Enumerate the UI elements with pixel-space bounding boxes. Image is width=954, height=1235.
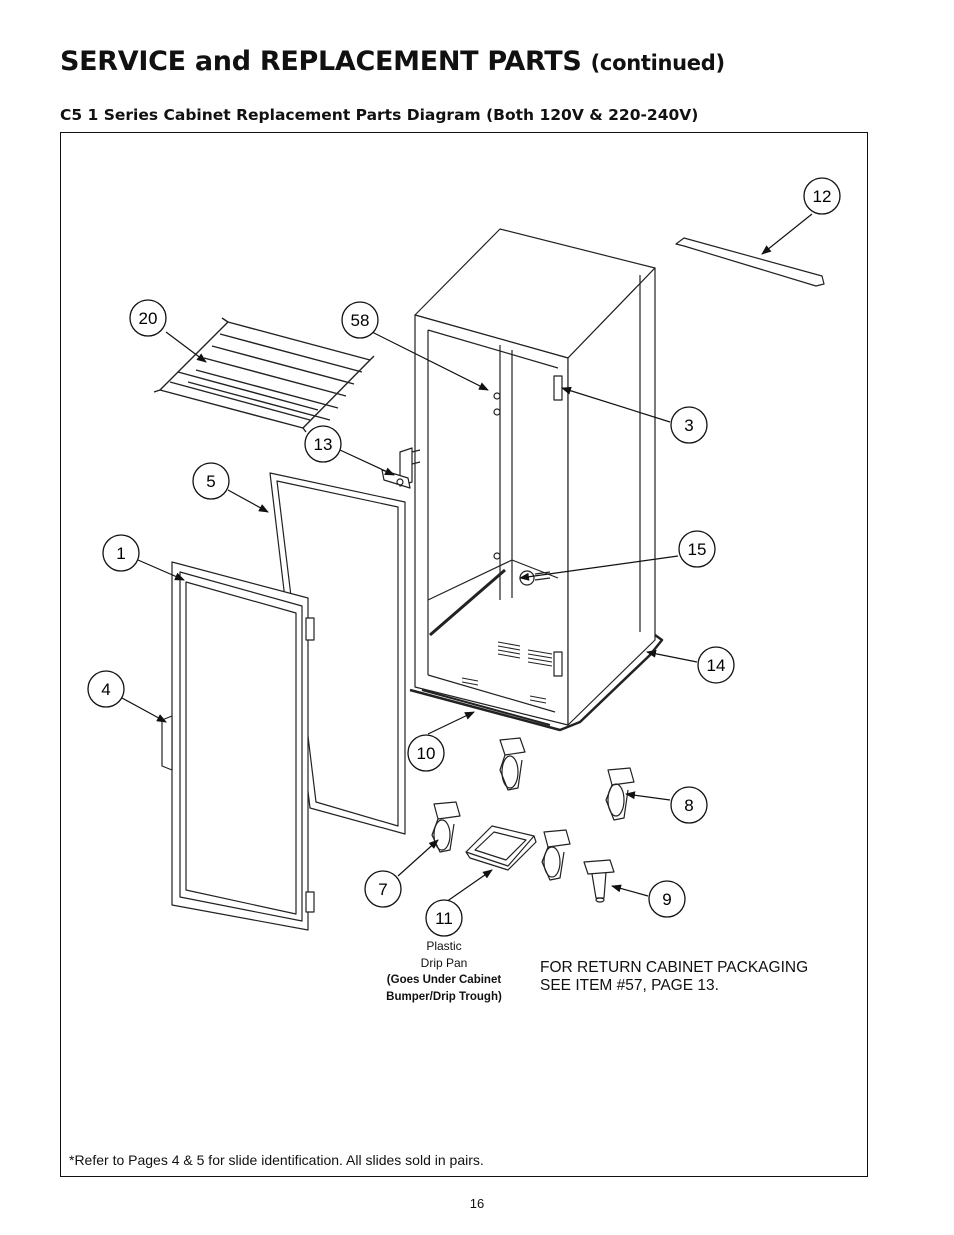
svg-text:10: 10 xyxy=(417,744,436,763)
bracket-item-13 xyxy=(381,447,421,489)
callout-12: 12 xyxy=(803,177,841,215)
callout-3: 3 xyxy=(670,406,708,444)
drip-pan-item-11 xyxy=(465,825,537,871)
diagram-frame xyxy=(60,132,868,1177)
callout-5: 5 xyxy=(192,462,230,500)
drip-pan-line-2: Drip Pan xyxy=(420,956,468,970)
svg-text:15: 15 xyxy=(688,540,707,559)
packaging-note: FOR RETURN CABINET PACKAGING SEE ITEM #5… xyxy=(540,959,808,995)
leg-item-9 xyxy=(583,859,615,903)
page-number: 16 xyxy=(469,1196,485,1211)
svg-text:13: 13 xyxy=(314,435,333,454)
callout-58: 58 xyxy=(341,301,379,339)
svg-text:12: 12 xyxy=(813,187,832,206)
drip-pan-line-1: Plastic xyxy=(426,939,462,953)
svg-text:8: 8 xyxy=(684,796,693,815)
door-handle-item-4 xyxy=(161,715,173,771)
svg-text:20: 20 xyxy=(139,309,158,328)
callout-group: 12 20 58 3 13 5 1 15 4 14 10 8 7 9 11 xyxy=(87,177,841,937)
page-title: SERVICE and REPLACEMENT PARTS (continued… xyxy=(60,46,725,77)
diagram-subtitle: C5 1 Series Cabinet Replacement Parts Di… xyxy=(60,106,699,124)
caster-item-10 xyxy=(499,737,526,791)
svg-text:9: 9 xyxy=(662,890,671,909)
title-continued: (continued) xyxy=(590,51,725,75)
wire-shelf-item-20 xyxy=(153,317,375,433)
leader-lines xyxy=(121,213,813,903)
slide-footnote: *Refer to Pages 4 & 5 for slide identifi… xyxy=(69,1152,484,1168)
caster-second-item-7 xyxy=(541,829,571,881)
caster-item-7 xyxy=(431,801,461,853)
handle-bar-item-12 xyxy=(675,237,825,287)
callout-8: 8 xyxy=(670,786,708,824)
title-main: SERVICE and REPLACEMENT PARTS xyxy=(60,46,582,77)
drip-pan-label: Plastic Drip Pan (Goes Under Cabinet Bum… xyxy=(378,938,510,1006)
callout-4: 4 xyxy=(87,670,125,708)
callout-10: 10 xyxy=(407,734,445,772)
callout-15: 15 xyxy=(678,530,716,568)
svg-text:3: 3 xyxy=(684,416,693,435)
svg-text:5: 5 xyxy=(206,472,215,491)
drip-pan-line-4: Bumper/Drip Trough) xyxy=(386,991,502,1003)
callout-13: 13 xyxy=(304,425,342,463)
callout-7: 7 xyxy=(364,870,402,908)
svg-text:4: 4 xyxy=(101,680,110,699)
drip-pan-line-3: (Goes Under Cabinet xyxy=(386,974,502,986)
packaging-note-line-1: FOR RETURN CABINET PACKAGING xyxy=(540,959,809,976)
svg-text:14: 14 xyxy=(707,656,726,675)
caster-item-8 xyxy=(605,767,635,821)
callout-20: 20 xyxy=(129,299,167,337)
packaging-note-line-2: SEE ITEM #57, PAGE 13. xyxy=(540,977,719,994)
cabinet-body xyxy=(409,228,664,732)
svg-text:58: 58 xyxy=(351,311,370,330)
svg-text:7: 7 xyxy=(378,880,387,899)
callout-14: 14 xyxy=(697,646,735,684)
callout-1: 1 xyxy=(102,534,140,572)
callout-11: 11 xyxy=(425,899,463,937)
door-assembly-item-1 xyxy=(171,561,315,931)
svg-text:11: 11 xyxy=(435,909,453,928)
svg-text:1: 1 xyxy=(116,544,125,563)
callout-9: 9 xyxy=(648,880,686,918)
